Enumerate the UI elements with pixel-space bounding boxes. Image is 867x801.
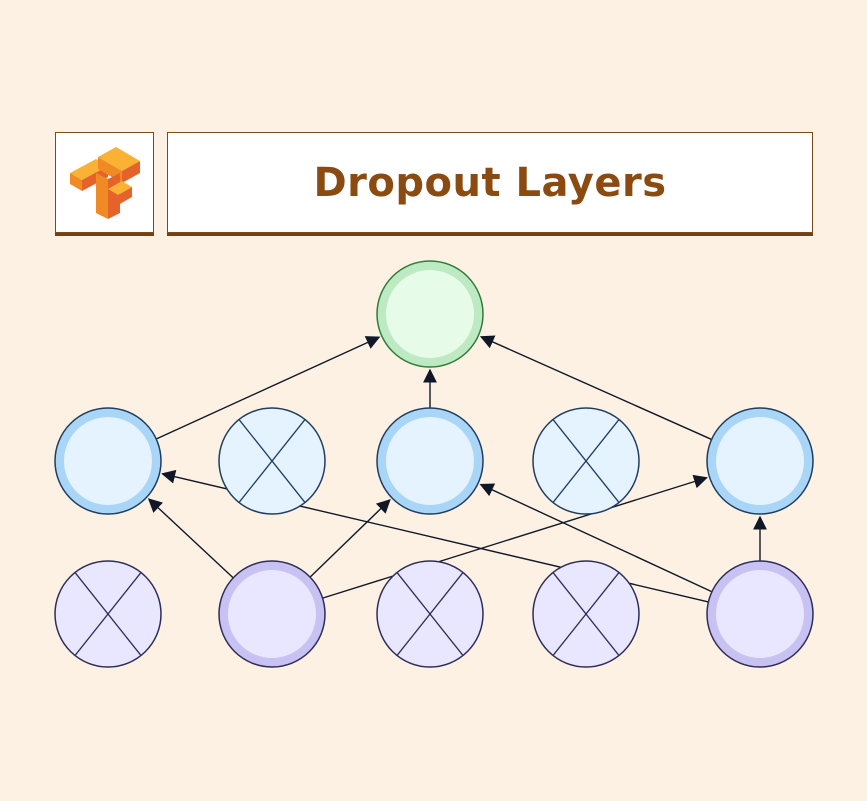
input-layer bbox=[54, 560, 814, 668]
dropped-hidden-neuron-1 bbox=[218, 407, 326, 515]
active-input-neuron-4 bbox=[706, 560, 814, 668]
cross-line bbox=[552, 419, 620, 503]
edge-input4-to-hidden2 bbox=[479, 483, 713, 593]
active-hidden-neuron-0 bbox=[54, 407, 162, 515]
active-hidden-neuron-2 bbox=[376, 407, 484, 515]
active-input-neuron-1 bbox=[218, 560, 326, 668]
active-output-neuron-0 bbox=[376, 260, 484, 368]
page-title: Dropout Layers bbox=[313, 159, 667, 206]
dropped-input-neuron-0 bbox=[54, 560, 162, 668]
logo-box bbox=[55, 132, 154, 233]
edge-input1-to-hidden0 bbox=[147, 498, 234, 579]
edge-input1-to-hidden4 bbox=[322, 474, 708, 599]
active-hidden-neuron-4 bbox=[706, 407, 814, 515]
edge-hidden4-to-output0 bbox=[479, 335, 712, 441]
output-layer bbox=[376, 260, 484, 368]
dropped-input-neuron-3 bbox=[532, 560, 640, 668]
dropped-hidden-neuron-3 bbox=[532, 407, 640, 515]
cross-line bbox=[238, 419, 306, 503]
cross-line bbox=[74, 572, 142, 656]
cross-line bbox=[396, 572, 464, 656]
edge-hidden0-to-output0 bbox=[155, 336, 381, 440]
title-box: Dropout Layers bbox=[167, 132, 813, 233]
edge-input1-to-hidden2 bbox=[309, 498, 391, 578]
tensorflow-logo-icon bbox=[70, 147, 140, 219]
dropped-input-neuron-2 bbox=[376, 560, 484, 668]
cross-line bbox=[552, 572, 620, 656]
hidden-layer bbox=[54, 407, 814, 515]
